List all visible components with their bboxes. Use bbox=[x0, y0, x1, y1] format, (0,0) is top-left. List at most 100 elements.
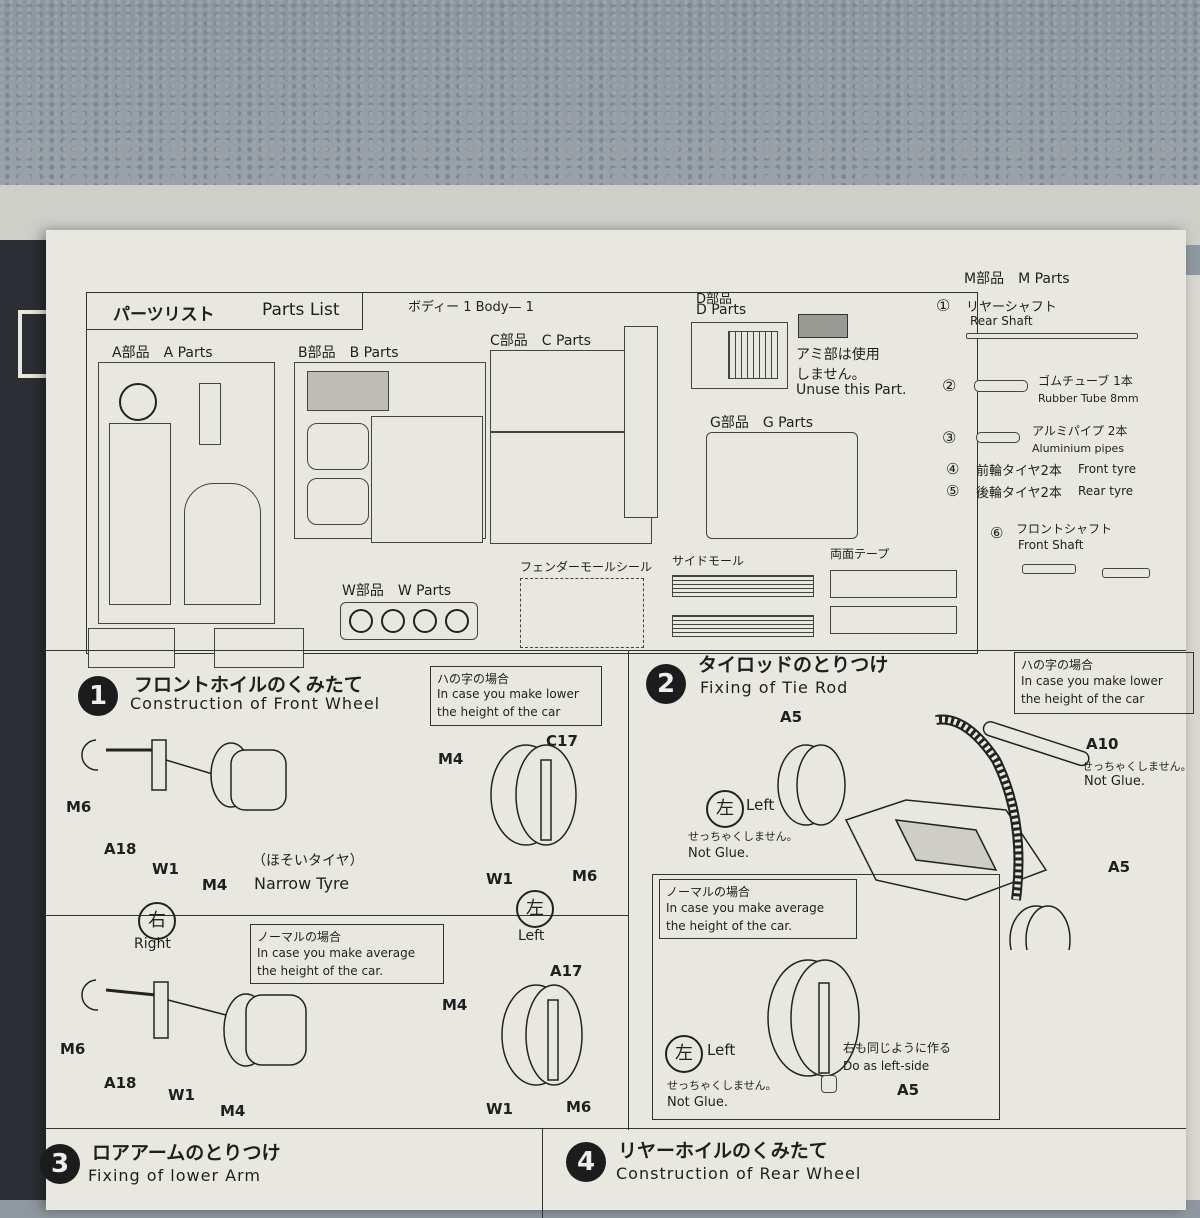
step-divider-mid bbox=[628, 650, 629, 1130]
step-divider-bottom bbox=[46, 1128, 1186, 1129]
left-marker-en: Left bbox=[518, 928, 545, 944]
step1-upper-drawing bbox=[81, 739, 577, 846]
step1-normal-jp: ノーマルの場合 bbox=[257, 930, 342, 944]
step1-label-m4-right: M4 bbox=[438, 750, 464, 768]
b-parts-label: B部品 B Parts bbox=[298, 345, 399, 361]
step1-note-en2: the height of the car bbox=[437, 705, 561, 719]
m-item-2-en: Rubber Tube 8mm bbox=[1038, 392, 1139, 405]
m-item-3-num: ③ bbox=[942, 428, 957, 447]
aluminium-pipe-drawing bbox=[976, 432, 1020, 443]
b-parts-runner-2 bbox=[371, 416, 483, 543]
step2-normal-en1: In case you make average bbox=[666, 901, 825, 915]
parts-list-title-jp: パーツリスト bbox=[113, 305, 215, 325]
step2-note-en1: In case you make lower bbox=[1021, 674, 1163, 688]
step2-noglue-jp: せっちゃくしません。 bbox=[688, 830, 798, 843]
step1-normal-en1: In case you make average bbox=[257, 946, 416, 960]
c-parts-runner-3 bbox=[624, 326, 658, 518]
rubber-tube-drawing bbox=[974, 380, 1028, 392]
m-item-1-num: ① bbox=[936, 296, 951, 315]
step2-note-jp: ハの字の場合 bbox=[1021, 658, 1094, 672]
step1-label-w1-right: W1 bbox=[486, 870, 513, 888]
step-divider-top bbox=[46, 650, 1186, 651]
m-item-4-en: Front tyre bbox=[1078, 462, 1137, 476]
step2-normal-left-en: Left bbox=[707, 1041, 736, 1059]
step1-title-jp: フロントホイルのくみたて bbox=[134, 674, 363, 696]
step3-number: 3 bbox=[40, 1144, 80, 1184]
m-item-4-num: ④ bbox=[946, 460, 960, 478]
step2-same-en: Do as left-side bbox=[843, 1059, 930, 1073]
step1-label-m4: M4 bbox=[202, 876, 228, 894]
parts-list-title-box: パーツリスト Parts List bbox=[86, 292, 363, 330]
m-item-6-jp: フロントシャフト bbox=[1016, 522, 1113, 536]
step1-lower-a18: A18 bbox=[104, 1074, 137, 1092]
step3-4-divider bbox=[542, 1128, 543, 1218]
step3-title-jp: ロアアームのとりつけ bbox=[92, 1142, 281, 1164]
g-parts-label: G部品 G Parts bbox=[710, 415, 814, 431]
step1-lower-m4-right: M4 bbox=[442, 996, 468, 1014]
right-marker: 右 bbox=[138, 902, 176, 940]
step2-a5-part bbox=[821, 1075, 837, 1093]
step2-normal-box: ノーマルの場合 In case you make average the hei… bbox=[652, 874, 1000, 1120]
step2-left-marker: 左 bbox=[706, 790, 744, 828]
step1-narrow-jp: （ほそいタイヤ） bbox=[252, 853, 364, 869]
step2-normal-noglue-en: Not Glue. bbox=[667, 1095, 728, 1110]
double-tape-1 bbox=[830, 570, 957, 598]
a-part-piece bbox=[199, 383, 221, 445]
fender-seal-sheet bbox=[520, 578, 644, 648]
b-part-seat bbox=[307, 423, 369, 470]
step1-inner-divider bbox=[46, 915, 628, 916]
step2-normal-noglue-jp: せっちゃくしません。 bbox=[667, 1079, 777, 1092]
parts-list-title-en: Parts List bbox=[262, 300, 340, 320]
front-shaft-drawing-2 bbox=[1102, 568, 1150, 578]
a-parts-small-runner-1 bbox=[88, 628, 175, 668]
step1-note-box: ハの字の場合 In case you make lower the height… bbox=[430, 666, 602, 726]
m-item-5-num: ⑤ bbox=[946, 482, 960, 500]
step1-label-m6-right: M6 bbox=[572, 867, 598, 885]
m-item-3-en: Aluminium pipes bbox=[1032, 442, 1125, 455]
rear-shaft-drawing bbox=[966, 333, 1138, 339]
step1-number: 1 bbox=[78, 676, 118, 716]
step2-note-en2: the height of the car bbox=[1021, 692, 1145, 706]
step4-title-en: Construction of Rear Wheel bbox=[616, 1164, 862, 1183]
step2-chassis-drawing bbox=[777, 714, 1090, 950]
double-tape-label: 両面テープ bbox=[830, 547, 890, 561]
m-item-1-jp: リヤーシャフト bbox=[966, 300, 1057, 315]
step3-title-en: Fixing of lower Arm bbox=[88, 1166, 261, 1185]
side-mold-strip-2 bbox=[672, 615, 814, 637]
d-parts-label-jp: D部品 bbox=[696, 292, 733, 307]
step4-title-jp: リヤーホイルのくみたて bbox=[618, 1140, 828, 1162]
step1-label-a18: A18 bbox=[104, 840, 137, 858]
step1-label-m6: M6 bbox=[66, 798, 92, 816]
w-parts-runner bbox=[340, 602, 478, 640]
fender-seal-label: フェンダーモールシール bbox=[520, 560, 653, 574]
b-part-panel bbox=[307, 371, 389, 411]
mesh-part-swatch bbox=[798, 314, 848, 338]
side-mold-label: サイドモール bbox=[672, 554, 745, 568]
step2-normal-note: ノーマルの場合 In case you make average the hei… bbox=[659, 879, 857, 939]
m-item-2-jp: ゴムチューブ 1本 bbox=[1038, 374, 1133, 388]
step1-normal-note-box: ノーマルの場合 In case you make average the hei… bbox=[250, 924, 444, 984]
a-part-chassis bbox=[109, 423, 171, 605]
step2-normal-left-marker: 左 bbox=[665, 1035, 703, 1073]
m-item-4-jp: 前輪タイヤ2本 bbox=[976, 464, 1062, 479]
m-item-6-en: Front Shaft bbox=[1018, 538, 1084, 552]
a-parts-small-runner-2 bbox=[214, 628, 304, 668]
w-wheel-3 bbox=[413, 609, 437, 633]
instruction-sheet: パーツリスト Parts List ボディー 1 Body— 1 A部品 A P… bbox=[40, 230, 1194, 1218]
w-wheel-2 bbox=[381, 609, 405, 633]
parts-list-frame bbox=[86, 292, 978, 654]
step1-narrow-en: Narrow Tyre bbox=[254, 874, 350, 893]
step2-normal-en2: the height of the car. bbox=[666, 919, 793, 933]
m-item-5-en: Rear tyre bbox=[1078, 484, 1134, 498]
step2-title-jp: タイロッドのとりつけ bbox=[698, 654, 889, 676]
step1-normal-en2: the height of the car. bbox=[257, 964, 384, 978]
a-part-wheel bbox=[119, 383, 157, 421]
m-item-1-en: Rear Shaft bbox=[970, 314, 1033, 328]
step1-note-en1: In case you make lower bbox=[437, 687, 579, 701]
m-parts-label: M部品 M Parts bbox=[964, 271, 1070, 287]
carpet-background bbox=[0, 0, 1200, 200]
step1-label-w1: W1 bbox=[152, 860, 179, 878]
c-parts-label: C部品 C Parts bbox=[490, 333, 591, 349]
b-part-seat-2 bbox=[307, 478, 369, 525]
step1-note-jp: ハの字の場合 bbox=[437, 672, 510, 686]
